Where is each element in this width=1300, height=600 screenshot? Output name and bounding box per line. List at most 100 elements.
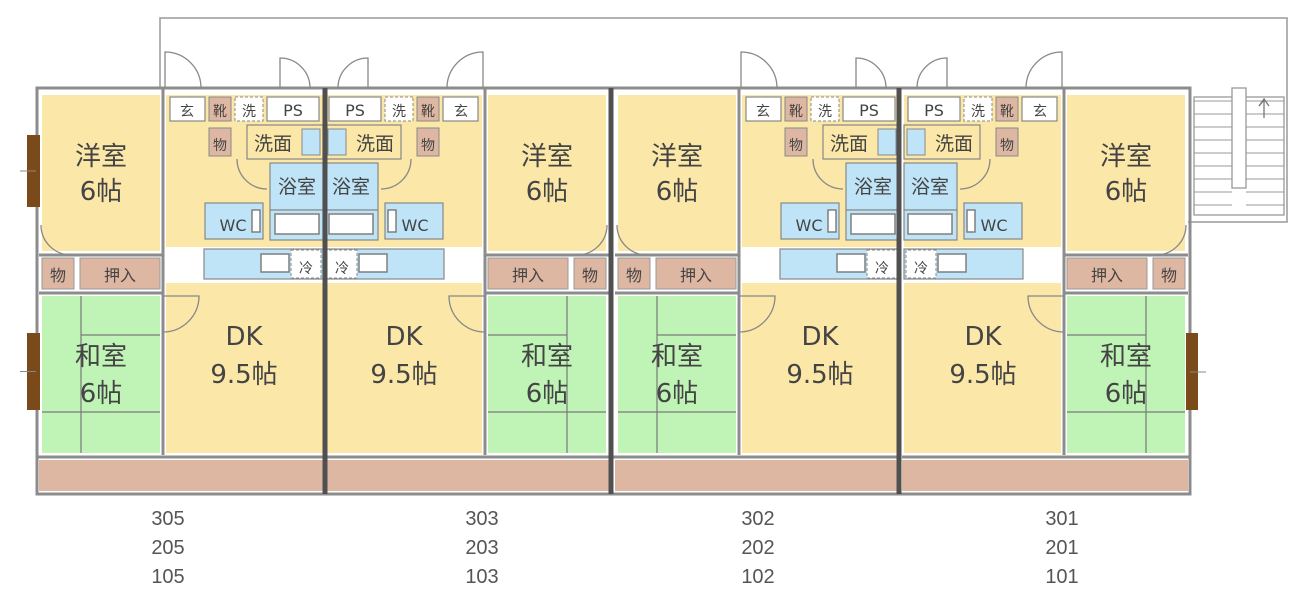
room-door	[616, 224, 648, 256]
storage-label: 物	[789, 138, 803, 154]
bath-label: 浴室	[911, 176, 949, 198]
japanese-room	[488, 296, 606, 453]
bathtub-basin	[850, 213, 896, 235]
western-room-label: 洋室	[521, 142, 573, 172]
dk-label: DK	[385, 322, 423, 352]
unit-number: 201	[1045, 537, 1079, 559]
japanese-room-label: 和室	[1100, 342, 1152, 372]
room-door	[162, 295, 200, 333]
washroom-label: 洗面	[935, 133, 973, 155]
washer-label: 洗	[818, 104, 832, 120]
ps-door	[279, 57, 311, 89]
pipe-space	[328, 96, 382, 122]
front-door	[740, 51, 778, 89]
storage	[416, 127, 440, 157]
shoes-label: 靴	[421, 104, 435, 120]
washer-space	[963, 96, 993, 122]
pipe-space	[266, 96, 320, 122]
ps-label: PS	[283, 101, 303, 120]
wash-basin	[877, 128, 897, 156]
closet-label: 押入	[512, 266, 544, 285]
unit-302	[613, 51, 901, 491]
western-room-size: 6帖	[1105, 177, 1148, 207]
room-door	[738, 295, 776, 333]
ps-label: PS	[345, 101, 365, 120]
washer-label: 洗	[242, 104, 256, 120]
closet	[79, 257, 161, 290]
closet-label: 押入	[1091, 266, 1123, 285]
pipe-space	[907, 96, 961, 122]
balcony	[615, 460, 901, 491]
unit-number: 103	[465, 566, 499, 588]
dining-kitchen	[166, 283, 323, 453]
closet	[487, 257, 569, 290]
japanese-room-label: 和室	[521, 342, 573, 372]
entrance	[169, 96, 206, 122]
dining-kitchen	[904, 283, 1061, 453]
entrance	[745, 96, 782, 122]
western-room	[488, 95, 606, 251]
storage	[995, 127, 1019, 157]
storage-label: 物	[1161, 266, 1177, 285]
bathroom	[269, 162, 324, 211]
storage-label: 物	[213, 138, 227, 154]
storage-label: 物	[421, 138, 435, 154]
japanese-room-label: 和室	[651, 342, 703, 372]
fridge-label: 冷	[335, 261, 349, 277]
shoe-cabinet	[995, 96, 1019, 122]
ps-label: PS	[924, 101, 944, 120]
storage	[208, 127, 232, 157]
unit-number: 102	[741, 566, 775, 588]
shoe-cabinet	[416, 96, 440, 122]
stair-arrow-head	[1258, 97, 1270, 107]
wash-door	[236, 158, 268, 190]
dk-size: 9.5帖	[786, 360, 853, 390]
closet	[1066, 257, 1148, 290]
western-room-size: 6帖	[526, 177, 569, 207]
dk-label: DK	[801, 322, 839, 352]
entrance-label: 玄	[756, 103, 770, 120]
wash-basin	[906, 128, 926, 156]
dk-label: DK	[225, 322, 263, 352]
closet	[655, 257, 737, 290]
storage	[41, 257, 75, 290]
closet-label: 押入	[104, 266, 136, 285]
western-room	[42, 95, 160, 251]
washer-label: 洗	[971, 104, 985, 120]
entrance	[1021, 96, 1058, 122]
unit-number: 101	[1045, 566, 1079, 588]
balcony	[902, 460, 1188, 491]
washer-space	[810, 96, 840, 122]
washer-space	[384, 96, 414, 122]
wash-door	[959, 158, 991, 190]
shoes-label: 靴	[213, 104, 227, 120]
fridge-space	[326, 249, 358, 279]
unit-303	[323, 51, 611, 491]
western-room-label: 洋室	[651, 142, 703, 172]
unit-number: 301	[1045, 508, 1079, 530]
japanese-room-size: 6帖	[656, 379, 699, 409]
japanese-room-size: 6帖	[80, 379, 123, 409]
front-door	[446, 51, 484, 89]
front-door	[164, 51, 202, 89]
room-door	[576, 224, 608, 256]
dk-size: 9.5帖	[370, 360, 437, 390]
bathroom	[845, 162, 900, 211]
fridge-label: 冷	[914, 261, 928, 277]
unit-number: 105	[151, 566, 185, 588]
dk-size: 9.5帖	[210, 360, 277, 390]
fridge-space	[290, 249, 322, 279]
dining-kitchen	[742, 283, 899, 453]
stair-landing	[1231, 87, 1247, 189]
storage-label: 物	[50, 266, 66, 285]
sink	[937, 253, 967, 273]
toilet	[966, 209, 976, 233]
washroom-label: 洗面	[830, 133, 868, 155]
shoe-cabinet	[208, 96, 232, 122]
japanese-room-size: 6帖	[1105, 379, 1148, 409]
washer-label: 洗	[392, 104, 406, 120]
washer-space	[234, 96, 264, 122]
